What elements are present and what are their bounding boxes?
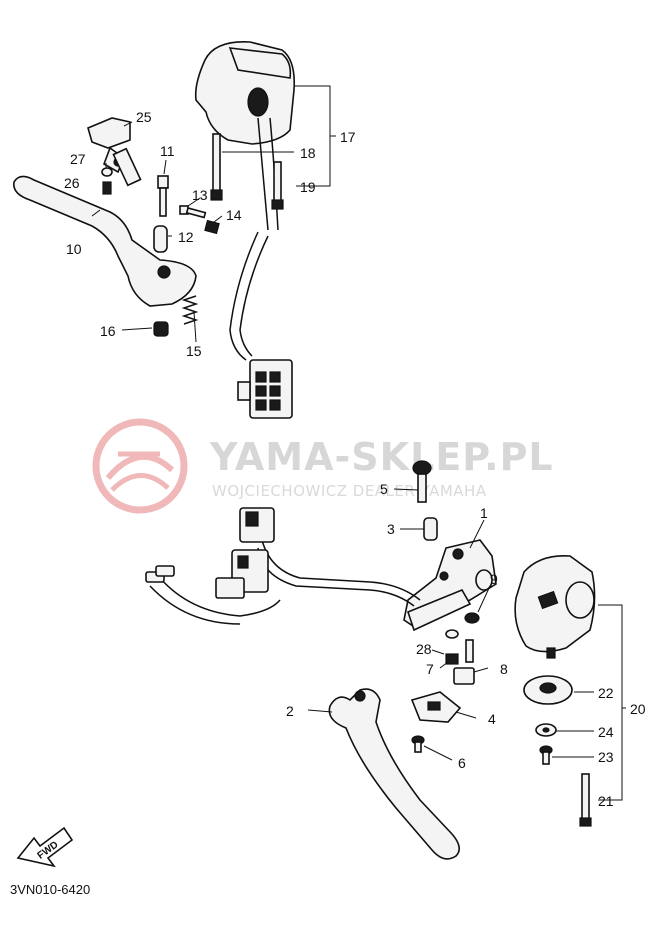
callout-1: 1 xyxy=(480,505,488,521)
clutch-lever-10 xyxy=(13,175,197,307)
callout-13: 13 xyxy=(192,187,208,203)
callout-20: 20 xyxy=(630,701,646,717)
screw-21 xyxy=(579,773,592,827)
callout-17: 17 xyxy=(340,129,356,145)
callout-labels: 1 2 3 4 5 6 7 8 9 10 11 12 13 14 15 16 1… xyxy=(64,109,646,809)
callout-6: 6 xyxy=(458,755,466,771)
callout-5: 5 xyxy=(380,481,388,497)
callout-14: 14 xyxy=(226,207,242,223)
watermark-title: YAMA-SKLEP.PL xyxy=(209,435,554,479)
callout-24: 24 xyxy=(598,724,614,740)
brake-switch-4 xyxy=(410,691,462,723)
right-handlebar-switch-20 xyxy=(514,555,596,659)
adjuster-16 xyxy=(153,321,169,337)
watermark: YAMA-SKLEP.PL WOJCIECHOWICZ DEALER YAMAH… xyxy=(92,418,554,514)
callout-21: 21 xyxy=(598,793,614,809)
bolt-13 xyxy=(179,205,207,219)
screw-19 xyxy=(271,161,284,210)
screw-8 xyxy=(453,639,475,685)
nut-28 xyxy=(445,629,459,639)
screw-6 xyxy=(411,735,425,753)
callout-2: 2 xyxy=(286,703,294,719)
bolt-5 xyxy=(412,460,432,503)
screw-23 xyxy=(539,745,553,765)
watermark-subtitle: WOJCIECHOWICZ DEALER YAMAHA xyxy=(212,482,487,500)
callout-3: 3 xyxy=(387,521,395,537)
bolt-11 xyxy=(157,175,169,217)
callout-11: 11 xyxy=(160,143,175,159)
screw-26 xyxy=(102,181,112,195)
grommet-22 xyxy=(523,675,573,705)
callout-27: 27 xyxy=(70,151,86,167)
screw-18 xyxy=(210,133,223,201)
callout-4: 4 xyxy=(488,711,496,727)
upper-wire-harness xyxy=(229,231,293,419)
washer-9 xyxy=(464,612,480,624)
spring-15 xyxy=(181,295,199,325)
callout-18: 18 xyxy=(300,145,316,161)
callout-12: 12 xyxy=(178,229,194,245)
callout-23: 23 xyxy=(598,749,614,765)
callout-9: 9 xyxy=(490,571,498,587)
dealer-logo xyxy=(92,418,188,514)
nut-27 xyxy=(101,167,113,177)
callout-16: 16 xyxy=(100,323,116,339)
leader-lines xyxy=(91,85,626,801)
callout-28: 28 xyxy=(416,641,432,657)
collar-3 xyxy=(423,517,438,541)
lower-wire-harness xyxy=(145,507,421,625)
washer-24 xyxy=(535,723,557,737)
callout-22: 22 xyxy=(598,685,614,701)
callout-7: 7 xyxy=(426,661,434,677)
diagram-code: 3VN010-6420 xyxy=(10,882,90,897)
nut-14 xyxy=(204,219,220,235)
nut-7 xyxy=(445,653,459,665)
callout-10: 10 xyxy=(66,241,82,257)
callout-8: 8 xyxy=(500,661,508,677)
collar-12 xyxy=(153,225,168,253)
callout-15: 15 xyxy=(186,343,202,359)
callout-26: 26 xyxy=(64,175,80,191)
callout-25: 25 xyxy=(136,109,152,125)
callout-19: 19 xyxy=(300,179,316,195)
master-cylinder-bracket-1 xyxy=(403,539,497,632)
fwd-arrow-icon: FWD xyxy=(16,826,74,868)
clutch-switch-25 xyxy=(87,117,142,187)
brake-lever-2 xyxy=(328,688,460,860)
